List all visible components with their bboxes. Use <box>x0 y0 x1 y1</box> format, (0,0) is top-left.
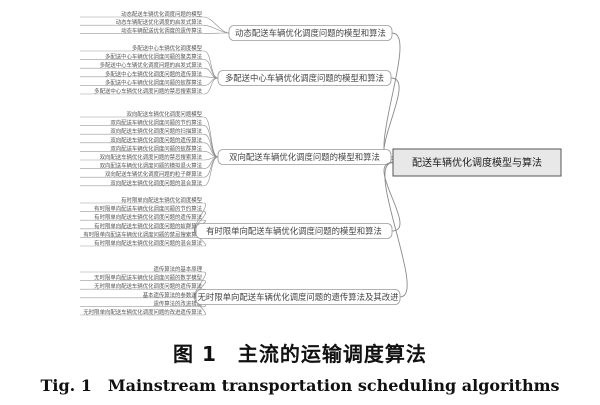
figure-caption-chinese: 图 1 主流的运输调度算法 <box>173 342 427 366</box>
root-label: 配送车辆优化调度模型与算法 <box>412 156 542 169</box>
branch-node <box>217 149 392 165</box>
leaf-label: 双向配送车辆优化调度问题的禁忌搜索算法 <box>100 153 203 161</box>
leaf-label: 有时限单向配送车辆优化调度问题的混合算法 <box>94 239 202 247</box>
leaf-label: 双向配送车辆优化调度问题模型 <box>127 110 203 118</box>
leaf-connector <box>194 280 206 298</box>
leaf-label: 遗传算法的基本原理 <box>153 265 202 273</box>
leaf-label: 有时限单向配送车辆优化调度问题的遗传算法 <box>94 213 202 221</box>
branch-node <box>195 223 393 239</box>
leaf-label: 双向配送车辆优化调度问题的节约算法 <box>110 119 202 127</box>
leaf-label: 多配送中心车辆优化调度问题的禁忌搜索算法 <box>94 87 202 95</box>
figure-caption-english: Tig. 1 Mainstream transportation schedul… <box>40 376 560 395</box>
leaf-label: 有时限单向配送车辆优化调度问题的节约算法 <box>94 205 202 213</box>
leaf-label: 有时限单向配送车辆优化调度模型 <box>121 196 202 204</box>
leaf-connector <box>203 77 219 95</box>
leaf-connector <box>203 16 230 34</box>
leaf-label: 无时限单向配送车辆优化调度问题的数学模型 <box>94 274 202 282</box>
leaf-label: 遗传算法的改进措施 <box>153 299 202 307</box>
mind-map-diagram: 动态配送车辆优化调度问题的模型动态车辆配送优化调度的启发式算法动态车辆配送优化调… <box>80 10 562 316</box>
leaf-label: 多配送中心车辆优化调度问题的聚类算法 <box>105 53 203 61</box>
branch-label: 多配送中心车辆优化调度问题的模型和算法 <box>225 73 384 83</box>
leaf-label: 双向配送车辆优化调度问题的混合算法 <box>110 179 202 187</box>
leaf-label: 多配送中心车辆优化调度问题的启发式算法 <box>100 61 203 69</box>
leaf-connector <box>203 156 219 187</box>
leaf-label: 无时限单向配送车辆优化调度问题的遗传算法 <box>94 282 202 290</box>
leaf-label: 无时限单向配送车辆优化调度问题的改进遗传算法 <box>83 308 202 316</box>
connector-line <box>383 162 401 232</box>
branch-node <box>195 289 401 305</box>
leaf-label: 有时限单向配送车辆优化调度问题的禁忌搜索算法 <box>83 230 202 238</box>
leaf-label: 双向配送车辆优化调度问题的遗传算法 <box>110 136 202 144</box>
connector-line <box>384 162 408 298</box>
leaf-label: 双向配送车辆优化调度问题的蚁群算法 <box>110 144 202 152</box>
leaf-label: 双向配送车辆优化调度问题的扫描算法 <box>110 127 202 135</box>
leaf-label: 有时限单向配送车辆优化调度问题的蚁群算法 <box>94 222 202 230</box>
leaf-label: 多配送中心车辆优化调度问题的遗传算法 <box>105 70 203 78</box>
leaf-connector <box>194 296 206 316</box>
leaf-connector <box>203 50 219 79</box>
leaf-label: 双向配送车辆优化调度问题的模拟退火算法 <box>100 162 203 170</box>
branch-node <box>217 70 392 86</box>
leaf-connector <box>203 125 219 158</box>
leaf-label: 多配送中心车辆优化调度问题的蚁群算法 <box>105 78 203 86</box>
leaf-connector <box>203 116 219 158</box>
leaf-label: 动态车辆配送优化调度的启发式算法 <box>116 18 203 26</box>
leaf-label: 多配送中心车辆优化调度模型 <box>132 44 203 52</box>
branch-label: 无时限单向配送车辆优化调度问题的遗传算法及其改进 <box>198 292 400 302</box>
branch-label: 双向配送车辆优化调度问题的模型和算法 <box>229 152 380 162</box>
leaf-connector <box>203 77 219 86</box>
branch-node <box>228 25 393 41</box>
leaf-label: 双向配送车辆优化调度问题的粒子群算法 <box>105 170 203 178</box>
leaf-label: 动态车辆配送优化调度的遗传算法 <box>121 26 202 34</box>
branch-label: 动态配送车辆优化调度问题的模型和算法 <box>235 28 386 38</box>
root-node <box>392 148 562 177</box>
leaf-label: 动态配送车辆优化调度问题的模型 <box>121 10 202 18</box>
branch-label: 有时限单向配送车辆优化调度问题的模型和算法 <box>206 226 382 236</box>
leaf-label: 基本遗传算法的参数选取 <box>143 291 203 299</box>
